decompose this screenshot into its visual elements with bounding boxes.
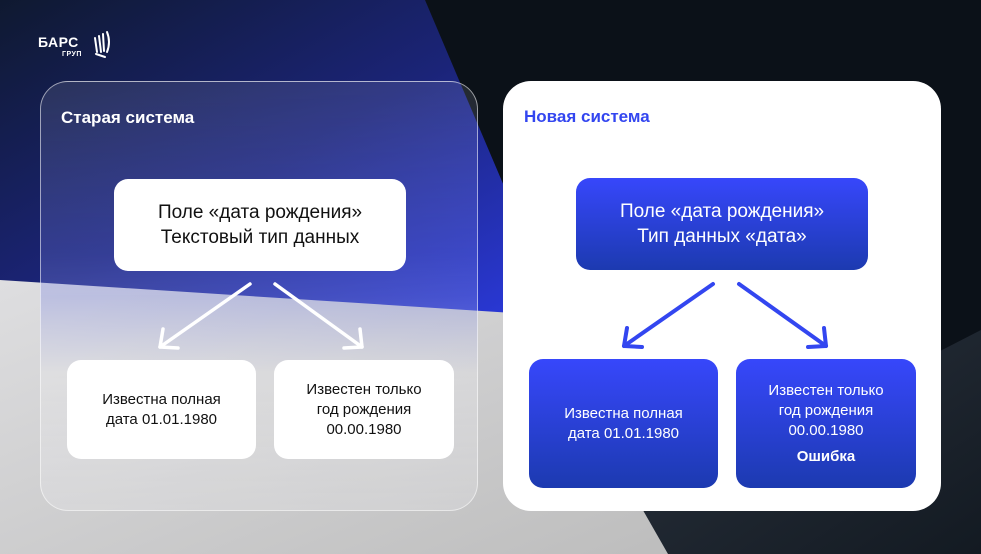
old-system-title: Старая система <box>61 108 195 127</box>
new-leaf2-line1: Известен только <box>768 381 884 399</box>
old-leaf-year-only: Известен только год рождения 00.00.1980 <box>274 360 454 459</box>
new-leaf1-line2: дата 01.01.1980 <box>567 424 680 442</box>
error-status-label: Ошибка <box>796 447 856 465</box>
old-leaf2-line1: Известен только <box>306 380 422 398</box>
logo-wordmark: БАРС <box>38 34 79 50</box>
bars-group-logo: БАРС ГРУП <box>38 30 118 62</box>
old-leaf1-line1: Известна полная <box>102 390 221 408</box>
old-leaf1-line2: дата 01.01.1980 <box>105 410 218 428</box>
new-leaf1-line1: Известна полная <box>564 404 683 422</box>
new-system-title: Новая система <box>524 107 650 126</box>
old-root-line1: Поле «дата рождения» <box>157 202 363 223</box>
old-leaf2-line2: год рождения <box>316 400 412 418</box>
new-root-line2: Тип данных «дата» <box>637 226 807 247</box>
logo-wing-icon <box>94 31 110 58</box>
logo-subtitle: ГРУП <box>62 51 82 58</box>
old-root-line2: Текстовый тип данных <box>160 227 360 248</box>
new-leaf2-line2: год рождения <box>778 401 874 419</box>
new-leaf-full-date: Известна полная дата 01.01.1980 <box>529 359 718 488</box>
new-root-box: Поле «дата рождения» Тип данных «дата» <box>576 178 868 270</box>
new-root-line1: Поле «дата рождения» <box>619 201 825 222</box>
old-system-panel: Старая система Поле «дата рождения» Текс… <box>40 81 478 511</box>
new-leaf2-line3: 00.00.1980 <box>788 421 864 439</box>
new-leaf-year-only: Известен только год рождения 00.00.1980 … <box>736 359 916 488</box>
old-leaf2-line3: 00.00.1980 <box>326 420 402 438</box>
old-leaf-full-date: Известна полная дата 01.01.1980 <box>67 360 256 459</box>
old-root-box: Поле «дата рождения» Текстовый тип данны… <box>114 179 406 271</box>
new-system-panel: Новая система Поле «дата рождения» Тип д… <box>503 81 941 511</box>
